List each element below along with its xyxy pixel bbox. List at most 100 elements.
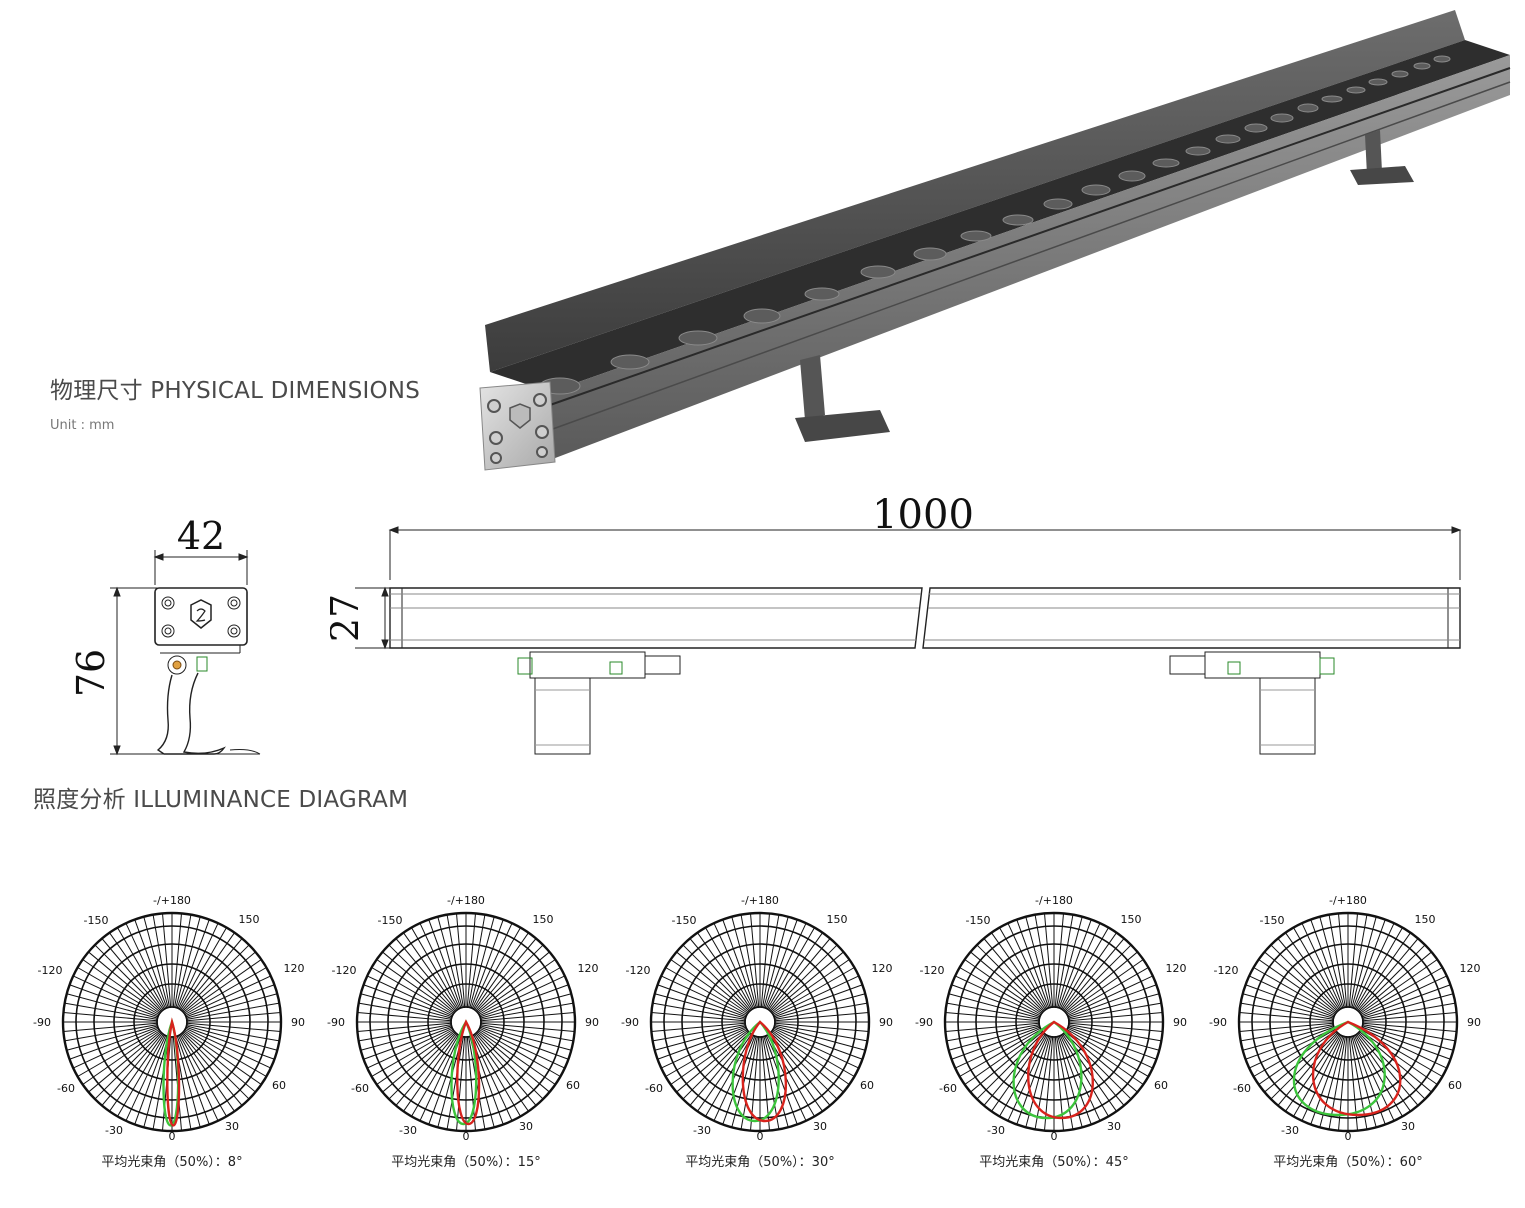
polar-radial-line [184, 1030, 262, 1085]
polar-radial-line [117, 1034, 165, 1117]
angle-label: 90 [585, 1016, 599, 1029]
polar-radial-line [722, 919, 756, 1009]
polar-radial-line [1067, 975, 1153, 1017]
polar-radial-line [101, 938, 163, 1011]
polar-radial-line [1360, 967, 1443, 1015]
polar-radial-line [771, 1031, 844, 1093]
angle-label: -150 [672, 914, 697, 927]
polar-radial-line [1362, 1025, 1454, 1051]
polar-radial-line [705, 927, 753, 1010]
polar-radial-line [1059, 923, 1101, 1009]
polar-radial-line [1007, 923, 1049, 1009]
angle-label: 60 [860, 1079, 874, 1092]
angle-label: 60 [1448, 1079, 1462, 1092]
polar-radial-line [1301, 923, 1343, 1009]
polar-radial-line [772, 1029, 855, 1077]
polar-radial-line [1328, 914, 1346, 1008]
polar-radial-line [1361, 975, 1447, 1017]
polar-radial-line [1016, 1035, 1050, 1125]
polar-radial-line [125, 923, 167, 1009]
polar-radial-line [376, 1030, 454, 1085]
polar-radial-line [763, 916, 789, 1008]
polar-radial-line [651, 1012, 746, 1022]
angle-label: 120 [1166, 962, 1187, 975]
polar-radial-line [983, 938, 1045, 1011]
polar-radial-line [1056, 1036, 1074, 1130]
polar-radial-line [1362, 1022, 1457, 1032]
polar-radial-line [651, 1022, 746, 1032]
wall-washer-product-image [479, 10, 1511, 471]
polar-radial-line [185, 1027, 271, 1069]
polar-radial-line [774, 1002, 868, 1020]
length-dimension: 1000 [872, 492, 974, 538]
polar-radial-line [1068, 1012, 1163, 1022]
polar-radial-line [951, 984, 1041, 1018]
beam-angle-caption: 平均光束角（50%）：45° [979, 1155, 1129, 1170]
polar-radial-line [1277, 1033, 1339, 1106]
polar-radial-line [1358, 1032, 1426, 1100]
polar-radial-line [476, 944, 544, 1012]
polar-radial-line [403, 1034, 458, 1112]
polar-radial-line [480, 1002, 574, 1020]
polar-radial-line [1362, 993, 1454, 1019]
polar-radial-line [357, 1022, 452, 1032]
polar-radial-line [88, 951, 161, 1013]
polar-radial-line [474, 932, 529, 1010]
polar-radial-line [773, 975, 859, 1017]
polar-radial-line [991, 932, 1046, 1010]
polar-radial-line [774, 1025, 866, 1051]
polar-radial-line [479, 984, 569, 1018]
polar-radial-line [388, 944, 456, 1012]
polar-radial-line [403, 932, 458, 1010]
polar-radial-line [1058, 919, 1092, 1009]
angle-label: 90 [1173, 1016, 1187, 1029]
polar-radial-line [186, 993, 278, 1019]
polar-radial-line [665, 1029, 748, 1077]
polar-radial-line [479, 1027, 565, 1069]
polar-radial-line [63, 1022, 158, 1032]
polar-grid [943, 911, 1165, 1133]
polar-ring [1289, 963, 1407, 1081]
polar-radial-line [652, 1024, 746, 1042]
polar-radial-line [760, 913, 770, 1008]
polar-radial-line [740, 1036, 758, 1130]
polar-radial-line [1361, 984, 1451, 1018]
polar-radial-line [1357, 1033, 1419, 1106]
polar-radial-line [367, 1027, 453, 1069]
polar-radial-line [959, 967, 1042, 1015]
polar-radial-line [1356, 932, 1411, 1010]
polar-radial-line [64, 1002, 158, 1020]
polar-radial-line [480, 993, 572, 1019]
polar-radial-line [946, 1024, 1040, 1042]
polar-radial-line [772, 1030, 850, 1085]
polar-radial-line [185, 975, 271, 1017]
width-dimension: 42 [177, 514, 225, 558]
polar-ring [943, 911, 1165, 1133]
polar-radial-line [69, 1026, 159, 1060]
polar-radial-line [948, 993, 1040, 1019]
polar-radial-line [182, 1032, 250, 1100]
angle-label: 90 [879, 1016, 893, 1029]
polar-radial-line [470, 919, 504, 1009]
polar-radial-line [468, 914, 486, 1008]
polar-radial-line [1264, 951, 1337, 1013]
polar-radial-line [471, 1035, 513, 1121]
polar-radial-line [117, 927, 165, 1010]
angle-label: 90 [1467, 1016, 1481, 1029]
polar-radial-line [183, 1031, 256, 1093]
polar-radial-line [955, 975, 1041, 1017]
polar-radial-line [670, 1030, 748, 1085]
polar-radial-line [186, 1024, 280, 1042]
angle-label: -150 [84, 914, 109, 927]
angle-label: 0 [757, 1130, 764, 1143]
polar-radial-line [773, 984, 863, 1018]
angle-label: -150 [1260, 914, 1285, 927]
polar-radial-line [1249, 975, 1335, 1017]
polar-radial-line [774, 1024, 868, 1042]
polar-ring [1038, 1006, 1070, 1038]
polar-radial-line [134, 1035, 168, 1125]
